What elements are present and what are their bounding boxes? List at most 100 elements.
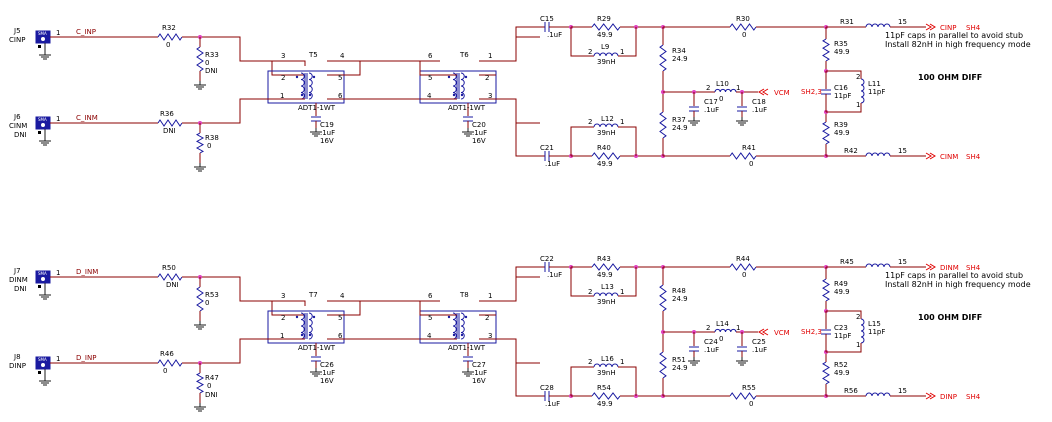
pin-number: 15 [898,18,907,26]
note-line: 11pF caps in parallel to avoid stub [885,31,1023,40]
dot-mark [308,93,312,97]
inductor-symbol [452,312,457,340]
pin-number: 2 [588,358,592,366]
part-value: .1uF [752,346,767,354]
part-value: 49.9 [597,31,613,39]
part-value: 0 [166,41,170,49]
connector-type: SMA [38,357,47,362]
inductor-symbol [308,312,313,340]
inductor-symbol [593,123,619,128]
pin-number: 3 [281,292,285,300]
part-value: 0 [205,59,209,67]
part-ref: R39 [834,121,848,129]
part-value: 24.9 [672,364,688,372]
sheet-ref: SH2,3 [801,88,822,96]
connector-ref: J8 [13,353,21,361]
part-value: 24.9 [672,124,688,132]
part-value: 16V [472,377,486,385]
pin-number: 2 [706,84,710,92]
inductor-symbol [865,263,891,268]
sma-connector: SMA [35,30,51,60]
pin-number: 4 [427,92,432,100]
part-ref: R48 [672,287,686,295]
part-ref: L15 [868,320,881,328]
part-value: 16V [320,377,334,385]
inductor-symbol [460,72,465,100]
impedance-note: 100 OHM DIFF [918,313,982,322]
pin-number: 2 [588,118,592,126]
inductor-symbol [860,78,865,104]
connector-dni: DNI [14,131,27,139]
pin-number: 1 [620,288,624,296]
connector-name: CINM [9,122,27,130]
resistor-symbol [157,33,183,41]
part-value: 49.9 [834,48,850,56]
wire [479,276,540,302]
pin-number: 1 [620,118,624,126]
wire [570,267,594,297]
pin-number: 5 [338,74,342,82]
part-value: 0 [207,142,211,150]
part-value: .1uF [320,129,335,137]
part-value: 0 [749,160,753,168]
part-value: .1uF [545,160,560,168]
part-ref: C19 [320,121,334,129]
connector-mark [38,371,41,374]
inductor-symbol [860,318,865,344]
connector-type: SMA [38,117,47,122]
wire [272,60,306,66]
part-ref: R33 [205,51,219,59]
inductor-symbol [460,312,465,340]
inductor-symbol [865,392,891,397]
offpage-flag-icon [925,152,936,160]
part-value: 11pF [834,332,851,340]
part-dni: DNI [205,67,218,75]
pin-number: 1 [736,324,740,332]
section-c-channel: SMASMAJ5CINPJ6CINMDNI11C_INPC_INMR320R36… [9,15,1031,172]
connector-pin [41,123,45,127]
capacitor-symbol [737,346,747,352]
resistor-symbol [822,121,830,145]
pin-number: 2 [856,73,860,81]
pin-number: 4 [427,332,432,340]
part-value: 49.9 [834,369,850,377]
part-value: 0 [163,367,167,375]
wire [479,338,540,364]
part-value: DNI [166,281,179,289]
ground-icon [736,117,748,126]
transformer-part: ADT1-1WT [298,104,336,112]
output-net: DINP [940,393,957,401]
part-ref: C17 [704,98,718,106]
resistor-symbol [591,392,621,400]
sma-connector: SMA [35,270,51,300]
wire [515,363,545,397]
part-value: 39nH [597,58,616,66]
capacitor-symbol [821,89,831,95]
pin-number: 1 [856,101,860,109]
pin-number: 2 [588,288,592,296]
output-net: CINP [940,24,956,32]
ground-icon [688,117,700,126]
part-ref: L9 [601,43,609,51]
wire [570,27,594,57]
inductor-symbol [593,363,619,368]
dot-mark [300,333,304,337]
section-d-channel: SMASMAJ7DINMJ8DINPDNI11D_INMD_INPR50DNIR… [9,255,1031,412]
sma-connector: SMA [35,356,51,386]
part-ref: C23 [834,324,848,332]
resistor-symbol [729,392,757,400]
inductor-symbol [300,312,305,340]
pin-number: 6 [428,292,433,300]
note-line: Install 82nH in high frequency mode [885,280,1031,289]
part-value: 24.9 [672,295,688,303]
inductor-symbol [593,52,619,57]
dot-mark [447,75,451,79]
dot-mark [460,333,464,337]
wire [272,300,306,306]
net-label: D_INP [76,354,96,362]
wire [268,60,305,76]
dot-mark [312,315,316,319]
wire [618,366,637,396]
wire [268,300,305,316]
part-value: 0 [207,382,211,390]
